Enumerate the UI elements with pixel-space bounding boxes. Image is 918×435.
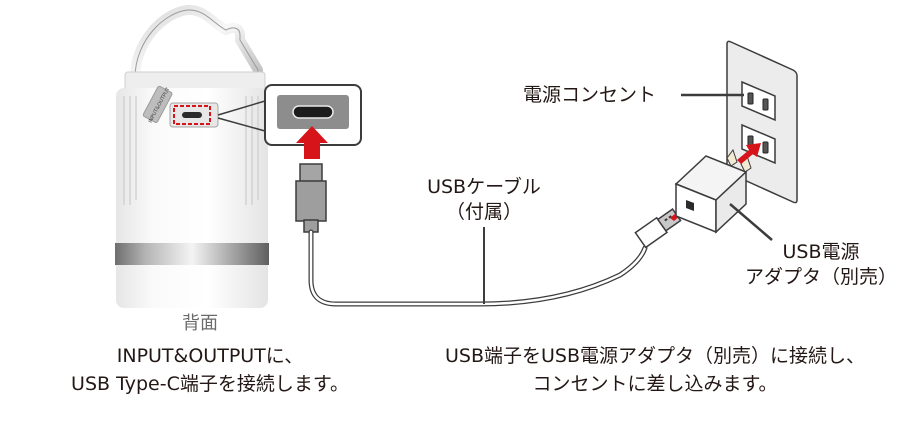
adapter-leader-line — [729, 203, 773, 241]
back-view-label: 背面 — [182, 313, 218, 334]
caption-left-line1: INPUT&OUTPUTに、 — [116, 345, 304, 367]
adapter-label-line1: USB電源 — [782, 241, 860, 263]
caption-left-line2: USB Type-C端子を接続します。 — [71, 373, 349, 395]
adapter-label: USB電源 アダプタ（別売） — [726, 240, 916, 290]
usb-power-adapter — [674, 148, 752, 234]
usb-a-plug — [634, 208, 682, 249]
adapter-label-line2: アダプタ（別売） — [744, 266, 897, 288]
cable-label: USBケーブル （付属） — [404, 175, 564, 225]
port-highlight-box — [173, 105, 211, 125]
lantern-usb-c-port — [182, 112, 202, 118]
lantern-handle — [130, 5, 263, 79]
adapter-usb-port — [686, 200, 694, 211]
usb-c-plug — [295, 163, 327, 233]
cable-label-line1: USBケーブル — [427, 176, 541, 198]
caption-left: INPUT&OUTPUTに、 USB Type-C端子を接続します。 — [30, 342, 390, 398]
outlet-label: 電源コンセント — [523, 84, 657, 106]
insert-arrow-usb-c — [296, 126, 328, 159]
lantern-metal-band — [115, 243, 269, 265]
lantern: INPUT&OUTPUT — [115, 5, 269, 308]
caption-right-line1: USB端子をUSB電源アダプタ（別売）に接続し、 — [444, 345, 865, 367]
insert-arrow-outlet — [737, 143, 761, 164]
caption-right: USB端子をUSB電源アダプタ（別売）に接続し、 コンセントに差し込みます。 — [420, 342, 890, 398]
usb-cable — [308, 229, 648, 307]
callout-usb-c-port — [292, 105, 334, 119]
lantern-ribs — [123, 96, 259, 205]
caption-right-line2: コンセントに差し込みます。 — [532, 373, 778, 395]
cable-label-line2: （付属） — [445, 201, 522, 223]
